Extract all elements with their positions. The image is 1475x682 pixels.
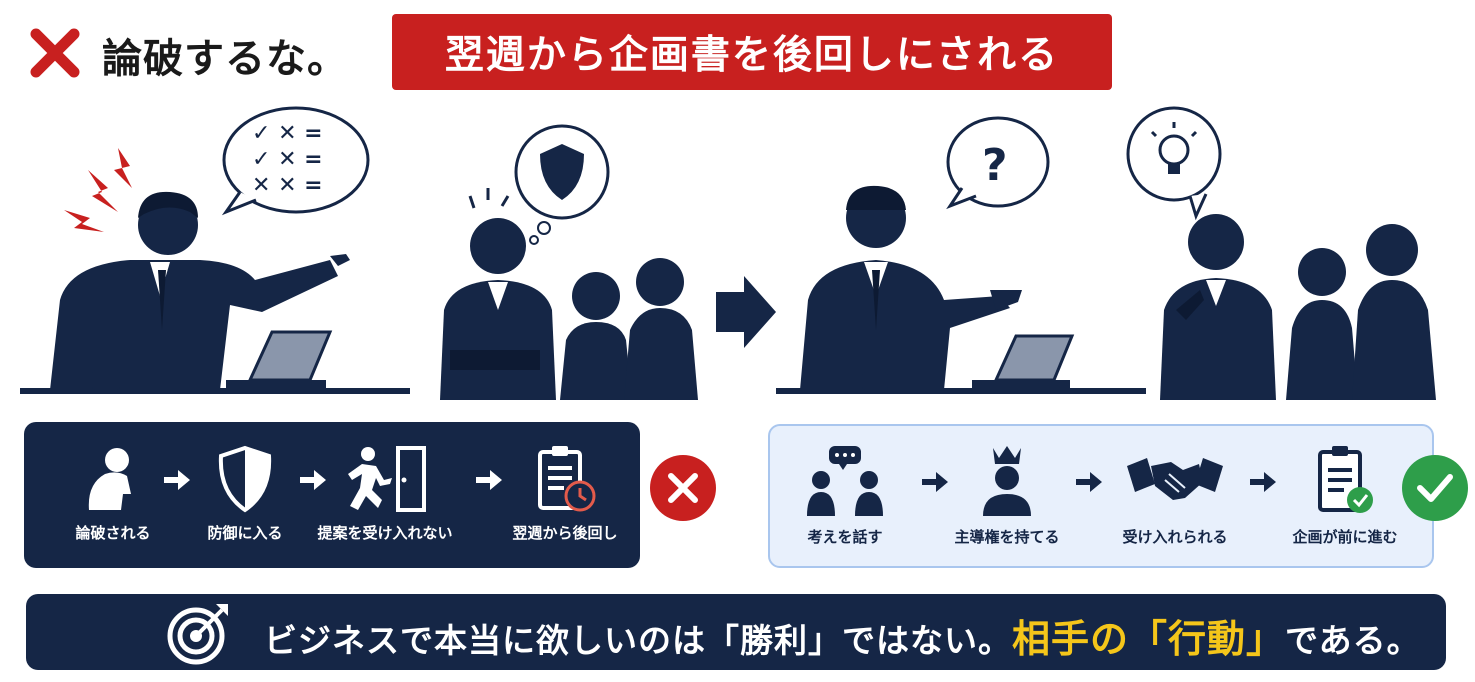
colleagues bbox=[560, 258, 698, 400]
good-step-1: 考えを話す bbox=[770, 444, 920, 547]
bad-step-label: 防御に入る bbox=[207, 524, 283, 542]
page-title: 論破するな。 bbox=[102, 36, 348, 82]
bad-outcome-flow: 論破される 防御に入る 提案を受け入れない 翌週から後回し bbox=[24, 422, 640, 568]
message-highlight: 相手の「行動」 bbox=[1012, 617, 1286, 661]
good-step-4: 企画が前に進む bbox=[1270, 444, 1420, 547]
consequence-banner: 翌週から企画書を後回しにされる bbox=[392, 14, 1112, 90]
dejected-person-icon bbox=[88, 448, 131, 510]
handshake-icon bbox=[1127, 458, 1223, 500]
good-step-2: 主導権を持てる bbox=[932, 444, 1082, 547]
clipboard-clock-icon bbox=[538, 446, 596, 512]
good-step-label: 主導権を持てる bbox=[954, 528, 1060, 546]
bad-step-label: 論破される bbox=[75, 524, 151, 542]
good-outcome-flow: 考えを話す 主導権を持てる 受け入れられる 企 bbox=[768, 424, 1434, 568]
arrow-right-icon bbox=[300, 470, 326, 490]
key-message: ビジネスで本当に欲しいのは「勝利」ではない。相手の「行動」である。 bbox=[264, 608, 1421, 663]
question-thought-bubble: ? bbox=[946, 116, 1050, 210]
x-icon bbox=[668, 473, 698, 503]
message-end: である。 bbox=[1285, 621, 1421, 660]
meeting-illustration: ✓ ✕ = ✓ ✕ = ✕ ✕ = bbox=[20, 106, 1436, 400]
success-badge bbox=[1402, 455, 1468, 521]
angry-businessman bbox=[50, 191, 350, 390]
good-step-label: 企画が前に進む bbox=[1292, 528, 1398, 546]
good-step-label: 受け入れられる bbox=[1122, 528, 1228, 546]
bad-step-3: 提案を受け入れない bbox=[310, 444, 460, 543]
bad-step-label: 翌週から後回し bbox=[512, 524, 618, 542]
good-step-label: 考えを話す bbox=[807, 528, 883, 546]
bad-step-2: 防御に入る bbox=[170, 444, 320, 543]
svg-text:?: ? bbox=[982, 140, 1008, 191]
svg-text:✕ ✕ =: ✕ ✕ = bbox=[252, 173, 323, 198]
anger-lightning-icon bbox=[64, 148, 132, 232]
message-main: ビジネスで本当に欲しいのは「勝利」ではない。 bbox=[264, 621, 1012, 660]
transition-arrow-icon bbox=[716, 276, 776, 348]
arrow-right-icon bbox=[1076, 472, 1102, 492]
arrow-right-icon bbox=[922, 472, 948, 492]
svg-text:✓ ✕ =: ✓ ✕ = bbox=[252, 121, 323, 146]
arrow-right-icon bbox=[476, 470, 502, 490]
x-mark-icon bbox=[30, 28, 80, 78]
calm-businessman bbox=[800, 185, 1022, 390]
shield-icon bbox=[218, 445, 272, 513]
checklist-speech-bubble bbox=[221, 106, 370, 216]
clipboard-check-icon bbox=[1318, 446, 1373, 513]
failure-badge bbox=[650, 455, 716, 521]
target-icon bbox=[167, 604, 228, 665]
shield-thought-bubble bbox=[514, 124, 610, 245]
running-out-door-icon bbox=[348, 446, 426, 512]
lightbulb-thought-bubble bbox=[1126, 106, 1222, 221]
bad-step-4: 翌週から後回し bbox=[490, 444, 640, 543]
bad-step-label: 提案を受け入れない bbox=[317, 524, 453, 542]
arrow-right-icon bbox=[164, 470, 190, 490]
check-icon bbox=[1417, 474, 1453, 502]
defensive-man bbox=[440, 188, 556, 400]
conversation-icon bbox=[807, 446, 883, 516]
thinking-man bbox=[1160, 214, 1276, 400]
good-step-3: 受け入れられる bbox=[1100, 444, 1250, 547]
svg-text:✓ ✕ =: ✓ ✕ = bbox=[252, 147, 323, 172]
key-message-bar: ビジネスで本当に欲しいのは「勝利」ではない。相手の「行動」である。 bbox=[26, 594, 1446, 670]
crowned-person-icon bbox=[983, 446, 1031, 516]
arrow-right-icon bbox=[1250, 472, 1276, 492]
bad-step-1: 論破される bbox=[38, 444, 188, 543]
engaged-colleagues bbox=[1286, 224, 1436, 400]
